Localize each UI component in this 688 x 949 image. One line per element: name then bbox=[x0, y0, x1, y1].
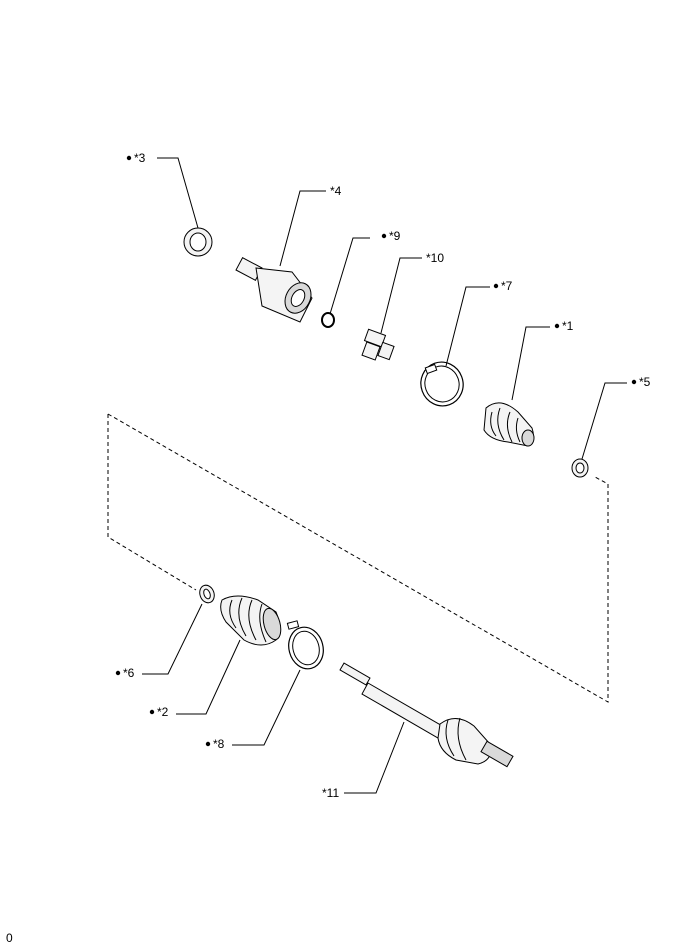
leader-6 bbox=[142, 603, 203, 675]
part-10-tripod bbox=[361, 328, 395, 361]
part-2-outboard-boot bbox=[220, 595, 282, 646]
leader-5 bbox=[581, 382, 627, 460]
part-9-snap-ring bbox=[321, 312, 335, 328]
marker-dot-2 bbox=[149, 709, 155, 715]
leader-3 bbox=[157, 157, 199, 229]
figure-code: 0 bbox=[6, 931, 13, 945]
marker-dot-5 bbox=[631, 379, 637, 385]
leader-11 bbox=[344, 721, 405, 794]
callout-5: *5 bbox=[639, 375, 651, 389]
marker-dot-3 bbox=[126, 155, 132, 161]
marker-dot-9 bbox=[381, 233, 387, 239]
part-1-inboard-boot bbox=[483, 402, 535, 447]
callout-6: *6 bbox=[123, 666, 135, 680]
part-6-small-clamp bbox=[199, 584, 215, 604]
part-11-drive-shaft bbox=[339, 662, 514, 768]
assembly-dashed-outline-right bbox=[107, 413, 609, 703]
callout-2: *2 bbox=[157, 705, 169, 719]
callout-7: *7 bbox=[501, 279, 513, 293]
callout-4: *4 bbox=[330, 184, 342, 198]
marker-dot-8 bbox=[205, 741, 211, 747]
callout-10: *10 bbox=[426, 251, 444, 265]
leader-8 bbox=[232, 669, 301, 746]
part-3-seal bbox=[183, 227, 213, 257]
part-7-boot-clamp bbox=[420, 361, 464, 407]
callout-11: *11 bbox=[322, 786, 339, 800]
part-5-small-clamp bbox=[571, 458, 589, 478]
leader-9 bbox=[329, 237, 370, 315]
callout-9: *9 bbox=[389, 229, 401, 243]
marker-dot-6 bbox=[115, 670, 121, 676]
callout-3: *3 bbox=[134, 151, 146, 165]
part-4-inboard-joint bbox=[235, 256, 313, 323]
assembly-dashed-outline bbox=[107, 414, 197, 591]
marker-dot-7 bbox=[493, 283, 499, 289]
leader-7 bbox=[445, 286, 490, 367]
part-8-boot-clamp bbox=[286, 620, 324, 670]
leader-2 bbox=[176, 639, 241, 715]
callout-8: *8 bbox=[213, 737, 225, 751]
leader-10 bbox=[380, 257, 422, 334]
leader-1 bbox=[511, 326, 550, 401]
leader-4 bbox=[279, 190, 326, 267]
marker-dot-1 bbox=[554, 323, 560, 329]
callout-1: *1 bbox=[562, 319, 574, 333]
